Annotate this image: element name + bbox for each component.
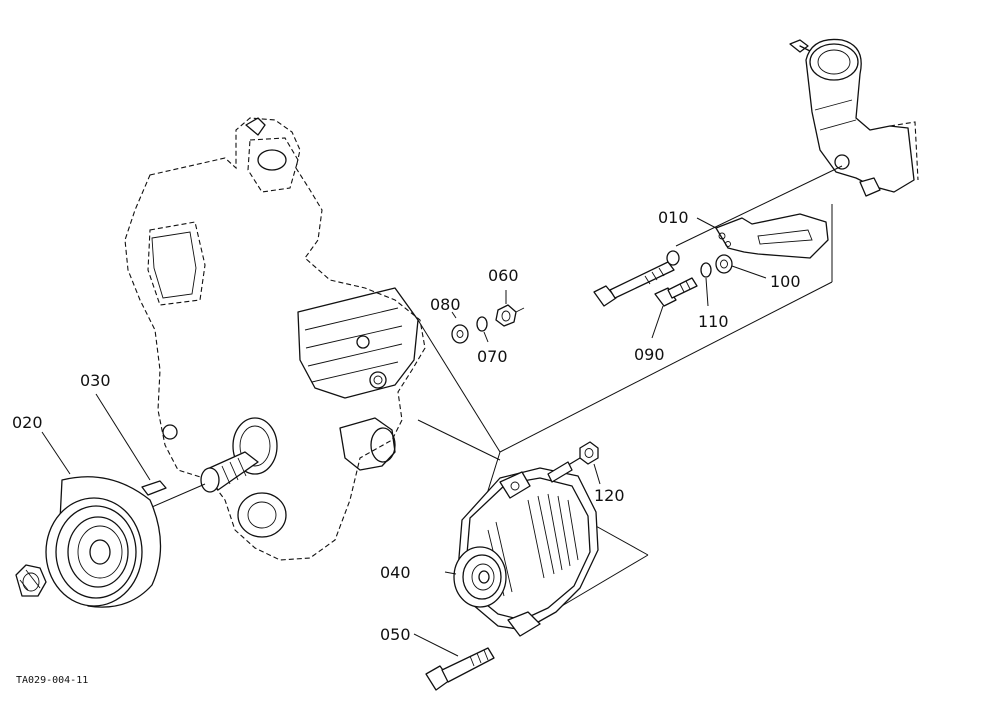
gear-case [124,117,426,561]
crankshaft-nut [15,564,47,597]
reference-frame-lines [417,165,843,611]
callout-010: 010 [658,208,689,227]
callout-030: 030 [80,371,111,390]
key-030 [95,393,167,496]
bolt-upper [593,250,680,307]
callout-060: 060 [488,266,519,285]
alternator-040 [444,457,599,637]
bolt-050 [413,633,495,691]
bolt-090 [651,277,698,339]
washer-080 [451,311,469,344]
lock-washer-070 [476,316,489,343]
lock-washer-110 [700,262,712,307]
callout-080: 080 [430,295,461,314]
washer-100 [715,254,767,279]
crankshaft-pulley-020 [41,431,162,608]
adjusting-bracket-010 [696,213,829,259]
callout-050: 050 [380,625,411,644]
callout-110: 110 [698,312,729,331]
callout-070: 070 [477,347,508,366]
figure-reference: TA029-004-11 [16,675,88,686]
thermostat-housing [789,38,919,197]
callout-120: 120 [594,486,625,505]
crankshaft-nose [121,417,278,521]
callout-100: 100 [770,272,801,291]
callout-040: 040 [380,563,411,582]
nut-060 [495,290,525,327]
callout-020: 020 [12,413,43,432]
callout-090: 090 [634,345,665,364]
nut-120 [579,441,601,485]
